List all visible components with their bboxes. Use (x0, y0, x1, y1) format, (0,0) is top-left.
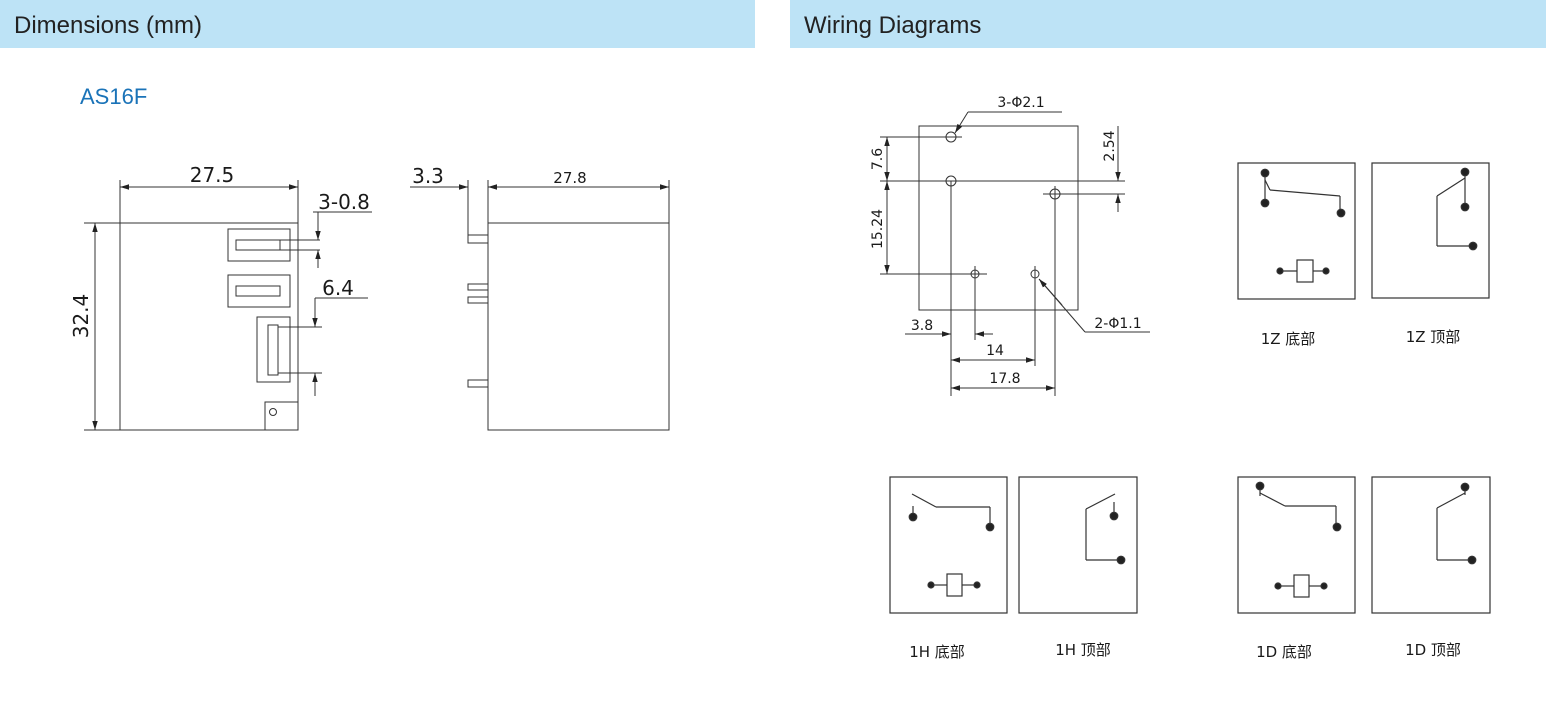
depth-label: 27.8 (553, 169, 586, 187)
dimensions-title: Dimensions (mm) (14, 12, 203, 39)
label-1h-bottom: 1H 底部 (909, 643, 965, 661)
label-1z-bottom: 1Z 底部 (1261, 330, 1316, 348)
large-holes-label: 3-Φ2.1 (997, 95, 1044, 111)
pin-slot-1 (227, 228, 291, 262)
label-1z-top: 1Z 顶部 (1406, 328, 1461, 346)
pin-slot-2 (227, 274, 291, 308)
model-name: AS16F (80, 84, 148, 109)
front-body-outline (119, 222, 299, 431)
wiring-1z-bottom (1237, 162, 1356, 300)
label-1d-bottom: 1D 底部 (1256, 643, 1312, 661)
pcb-outline (918, 125, 1079, 311)
label-1h-top: 1H 顶部 (1055, 641, 1111, 659)
row-offset-label: 2.54 (1102, 130, 1118, 161)
side-pin-4 (467, 379, 489, 388)
side-pin-3 (467, 296, 489, 304)
label-1d-top: 1D 顶部 (1405, 641, 1461, 659)
side-pin-1 (467, 234, 489, 244)
wiring-title: Wiring Diagrams (804, 12, 982, 39)
width-label: 27.5 (190, 163, 235, 187)
pin-offset-label: 3.3 (412, 164, 444, 188)
front-view: 27.5 32.4 3-0.8 6.4 (69, 163, 372, 431)
wiring-1d-bottom (1237, 476, 1356, 614)
wiring-1h-top (1018, 476, 1138, 614)
dist-14-label: 14 (986, 343, 1004, 359)
small-holes-label: 2-Φ1.1 (1094, 316, 1141, 332)
wiring-header: Wiring Diagrams (790, 0, 1546, 48)
vertical-spacing-label: 15.24 (870, 209, 886, 249)
left-offset-label: 3.8 (911, 318, 933, 334)
pin-width-label: 3-0.8 (318, 190, 370, 214)
side-body-outline (487, 222, 670, 431)
wiring-1h-bottom (889, 476, 1008, 614)
dist-17-8-label: 17.8 (989, 371, 1020, 387)
pin-spacing-label: 6.4 (322, 276, 354, 300)
side-pin-2 (467, 283, 489, 291)
wiring-1z-top (1371, 162, 1490, 299)
dimensions-header: Dimensions (mm) (0, 0, 755, 48)
height-label: 32.4 (69, 294, 93, 339)
orientation-mark (269, 408, 277, 416)
side-view: 3.3 27.8 (410, 164, 670, 431)
pcb-layout: 3-Φ2.1 2.54 7.6 15.24 2-Φ1.1 3.8 14 17.8 (870, 95, 1150, 396)
top-spacing-label: 7.6 (870, 148, 886, 170)
wiring-1d-top (1371, 476, 1491, 614)
pin-slot-3 (256, 316, 291, 383)
hole-large-1 (945, 131, 957, 143)
